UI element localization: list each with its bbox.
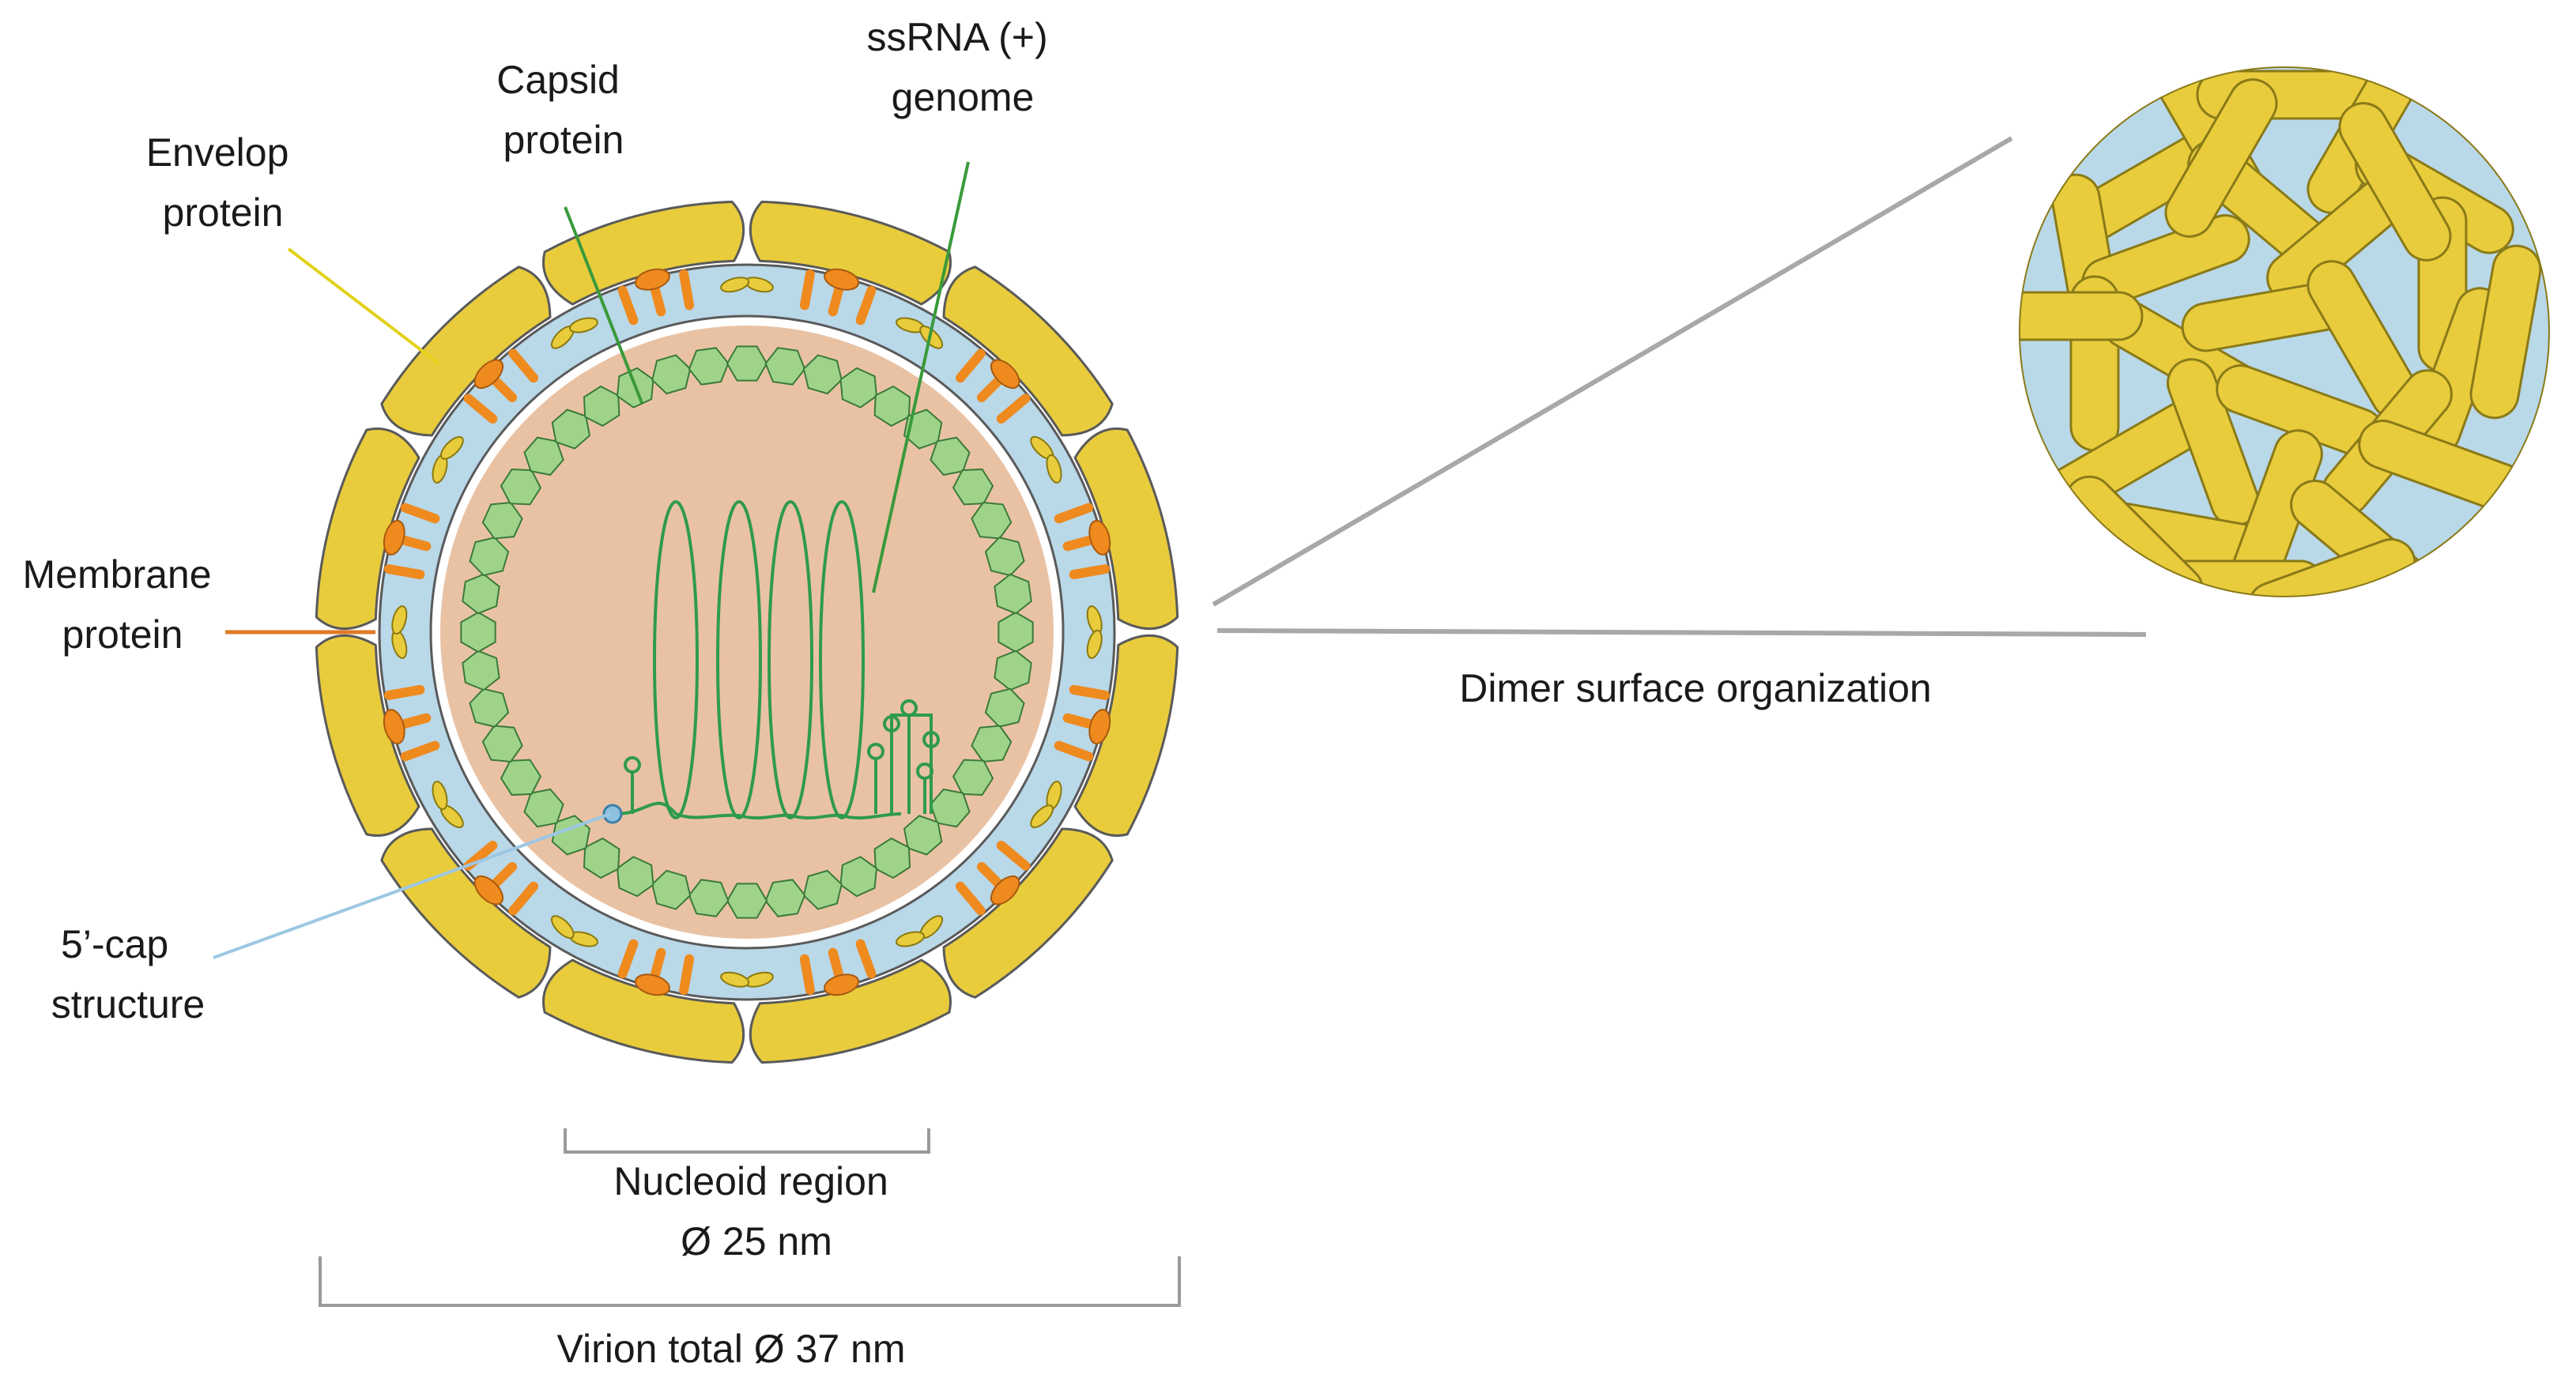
rna-loop xyxy=(819,500,865,819)
dimer-surface-sphere xyxy=(2019,66,2550,597)
rna-loop xyxy=(716,500,762,819)
envelope-protein xyxy=(942,827,1114,999)
membrane-protein xyxy=(1046,454,1111,635)
membrane-protein xyxy=(1046,629,1111,811)
ssrna-genome xyxy=(616,500,940,820)
virion-bracket xyxy=(319,1256,1181,1307)
membrane-protein xyxy=(568,931,750,996)
envelope-protein xyxy=(380,265,552,437)
capsid-leader-line xyxy=(564,206,643,404)
envelope-leader-line xyxy=(287,247,440,365)
zoom-line-lower xyxy=(1216,628,2147,637)
rna-backbone xyxy=(616,801,902,820)
dimer-rod xyxy=(2164,78,2278,238)
sphere-outline xyxy=(2019,66,2550,597)
envelope-protein xyxy=(749,200,952,306)
capsid-protein xyxy=(994,573,1032,615)
nucleoid-bracket xyxy=(564,1128,930,1154)
membrane-protein xyxy=(919,804,1054,940)
zoom-line-upper xyxy=(1212,136,2013,607)
dimer-rod xyxy=(2020,291,2144,341)
dimer-label: Dimer surface organization xyxy=(1459,666,1932,710)
capsid-label: Capsid protein xyxy=(496,58,631,162)
envelope-protein xyxy=(942,265,1114,437)
membrane-protein xyxy=(439,804,575,940)
nucleoid-core xyxy=(440,326,1054,939)
membrane-protein xyxy=(919,325,1054,460)
ssrna-leader-line xyxy=(872,161,970,593)
envelope-protein xyxy=(1073,427,1179,631)
virion-cross-section xyxy=(315,200,1179,1064)
dimer-rod xyxy=(2247,538,2416,597)
envelope-protein xyxy=(315,634,421,837)
rna-loop xyxy=(768,500,813,819)
envelope-protein xyxy=(380,827,552,999)
membrane-protein xyxy=(439,325,575,460)
rna-stem-loop xyxy=(867,743,884,760)
cap-circle-icon xyxy=(602,804,623,824)
virion-label: Virion total Ø 37 nm xyxy=(557,1327,906,1371)
dimer-rod xyxy=(2469,244,2542,420)
rna-stem-loop xyxy=(916,763,933,780)
rna-loop xyxy=(653,500,699,819)
envelope-label: Envelop protein xyxy=(146,130,300,235)
nucleoid-label: Nucleoid region Ø 25 nm xyxy=(613,1159,899,1263)
membrane-protein xyxy=(568,268,750,333)
envelope-protein xyxy=(749,958,952,1064)
envelope-protein xyxy=(1073,634,1179,837)
cap-label: 5’-cap structure xyxy=(51,922,206,1026)
envelope-protein xyxy=(542,958,745,1064)
ssrna-label: ssRNA (+) genome xyxy=(866,15,1058,119)
membrane-label: Membrane protein xyxy=(23,552,223,657)
dimer-rod xyxy=(2338,102,2452,262)
rna-hairpin-loop xyxy=(624,756,641,774)
membrane-protein xyxy=(383,629,448,811)
rna-stem-bridge xyxy=(890,714,933,747)
cap-leader-line xyxy=(213,812,611,959)
envelope-protein xyxy=(315,427,421,631)
